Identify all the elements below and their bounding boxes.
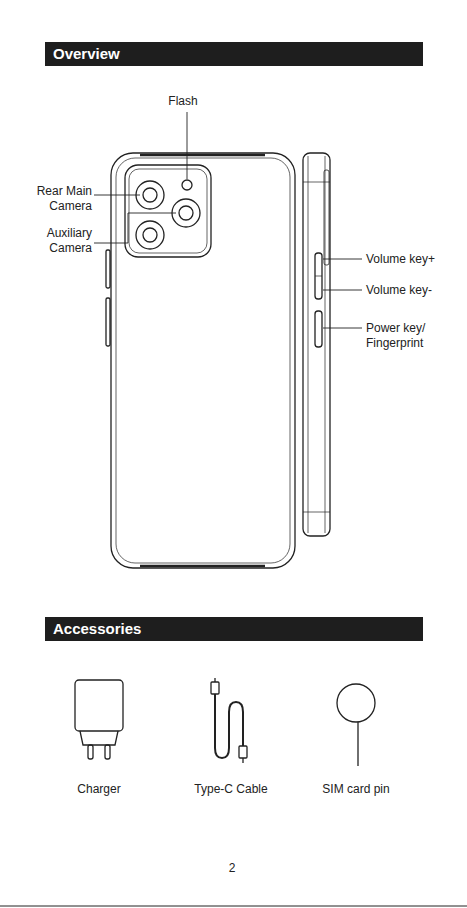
part-label: Power key/ Fingerprint	[366, 321, 446, 351]
page-number: 2	[217, 861, 247, 876]
section-band: Overview	[45, 42, 423, 66]
part-label: Charger	[54, 782, 144, 797]
part-label: Rear Main Camera	[18, 184, 92, 214]
section-heading: Overview	[45, 42, 423, 66]
part-label: Volume key+	[366, 252, 462, 267]
part-label: Type-C Cable	[181, 782, 281, 797]
part-label: Flash	[153, 94, 213, 109]
section-heading: Accessories	[45, 617, 423, 641]
part-label: Volume key-	[366, 283, 462, 298]
section-band: Accessories	[45, 617, 423, 641]
part-label: Auxiliary Camera	[18, 226, 92, 256]
part-label: SIM card pin	[306, 782, 406, 797]
